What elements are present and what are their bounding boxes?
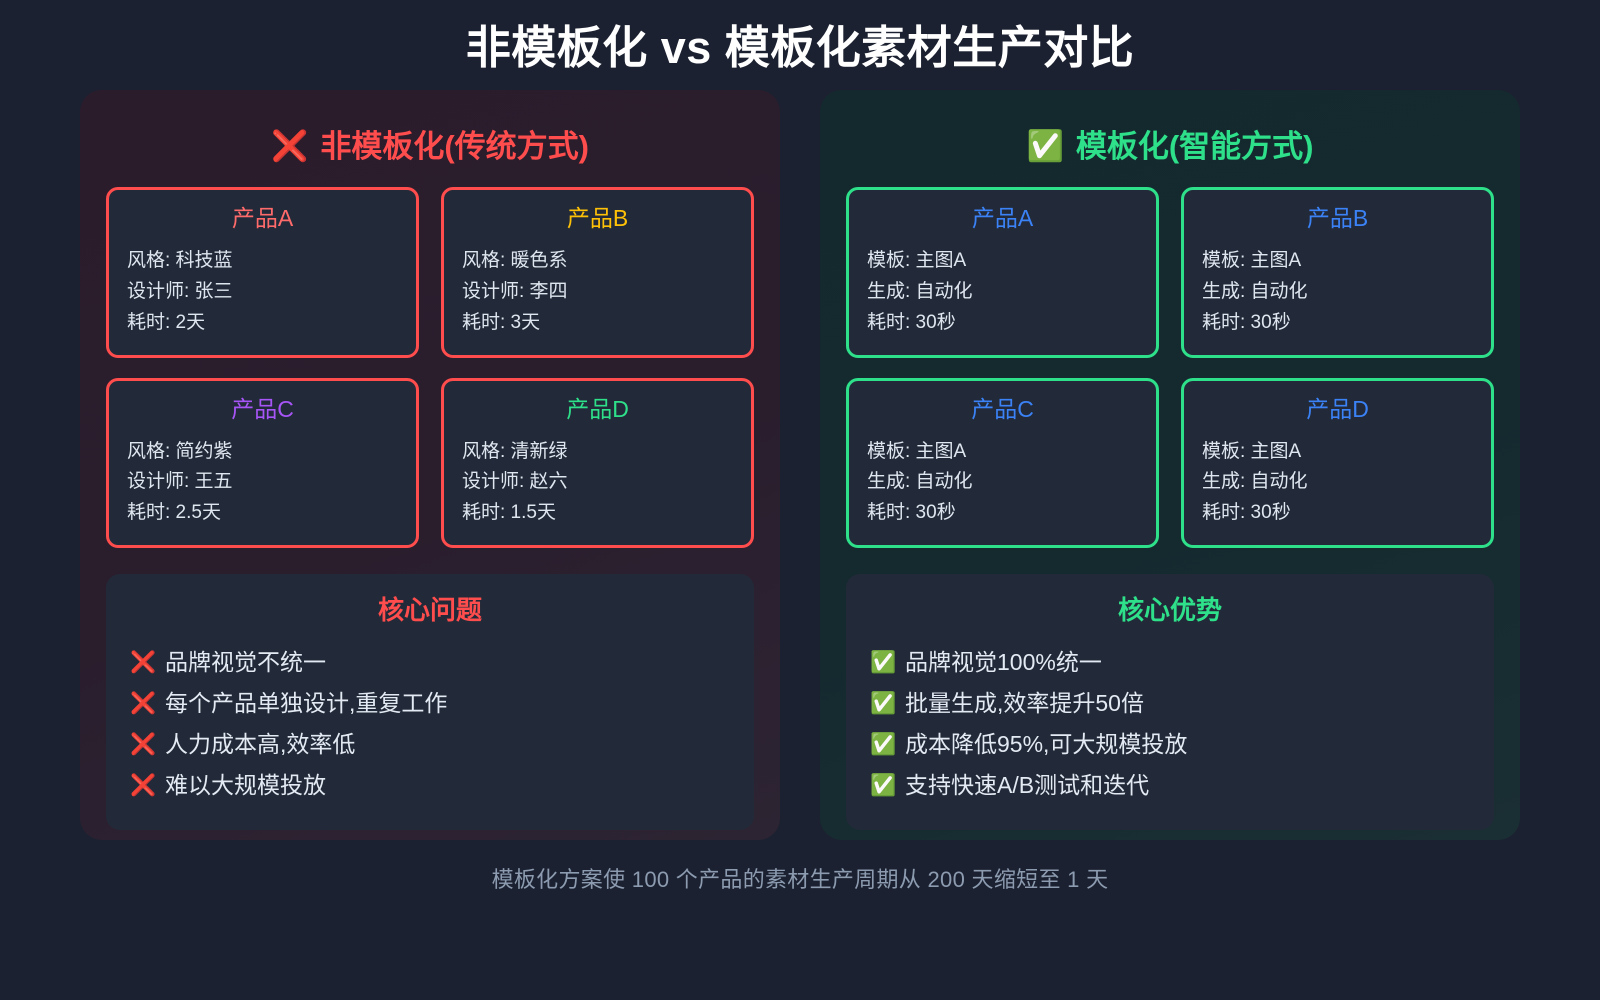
product-card-detail: 耗时: 30秒 <box>867 502 956 524</box>
product-card-detail: 设计师: 王五 <box>127 471 233 493</box>
product-card: 产品A 风格: 科技蓝设计师: 张三耗时: 2天 <box>106 187 419 358</box>
check-mark-button-icon: ✅ <box>870 650 897 674</box>
product-card-detail: 风格: 简约紫 <box>127 440 233 462</box>
panels-container: ❌ 非模板化(传统方式) 产品A 风格: 科技蓝设计师: 张三耗时: 2天 产品B 风… <box>0 90 1600 841</box>
summary-bullet: ✅ 批量生成,效率提升50倍 <box>870 683 1470 724</box>
check-mark-button-icon: ✅ <box>870 732 897 756</box>
product-card-detail: 耗时: 2.5天 <box>127 502 221 524</box>
right-summary-title: 核心优势 <box>1117 594 1222 625</box>
product-card-detail: 耗时: 2天 <box>127 311 206 333</box>
summary-bullet-text: 品牌视觉100%统一 <box>905 648 1102 675</box>
left-summary-box: 核心问题 ❌ 品牌视觉不统一 ❌ 每个产品单独设计,重复工作 ❌ 人力成本高,效率低 ❌ 难以… <box>106 573 754 830</box>
product-card-detail: 耗时: 30秒 <box>1202 502 1291 524</box>
product-card-detail: 耗时: 30秒 <box>867 311 956 333</box>
panel-templated-title: 模板化(智能方式) <box>1075 129 1314 165</box>
panel-non-templated-title: 非模板化(传统方式) <box>320 129 589 165</box>
product-card-detail: 耗时: 1.5天 <box>462 502 556 524</box>
product-card: 产品C 风格: 简约紫设计师: 王五耗时: 2.5天 <box>106 377 419 548</box>
page-title: 非模板化 vs 模板化素材生产对比 <box>465 22 1135 73</box>
product-card-title: 产品A <box>971 205 1034 232</box>
product-card-detail: 风格: 暖色系 <box>462 250 568 272</box>
cross-mark-icon: ❌ <box>130 691 157 715</box>
right-summary-box: 核心优势 ✅ 品牌视觉100%统一 ✅ 批量生成,效率提升50倍 ✅ 成本降低95%,可大… <box>846 573 1494 830</box>
summary-bullet-text: 人力成本高,效率低 <box>165 730 356 757</box>
product-card-detail: 耗时: 30秒 <box>1202 311 1291 333</box>
product-card-title: 产品C <box>971 395 1034 422</box>
left-product-card-grid: 产品A 风格: 科技蓝设计师: 张三耗时: 2天 产品B 风格: 暖色系设计师: 李四… <box>106 187 754 548</box>
cross-mark-icon: ❌ <box>270 129 309 163</box>
right-summary-list: ✅品牌视觉100%统一✅批量生成,效率提升50倍✅成本降低95%,可大规模投放✅… <box>870 642 1470 806</box>
cross-mark-icon: ❌ <box>130 773 157 797</box>
product-card-detail: 生成: 自动化 <box>1202 471 1308 493</box>
product-card-title: 产品D <box>566 395 629 422</box>
summary-bullet: ✅ 支持快速A/B测试和迭代 <box>870 765 1470 806</box>
product-card-detail: 模板: 主图A <box>1202 250 1302 272</box>
product-card-detail: 生成: 自动化 <box>1202 281 1308 303</box>
check-mark-button-icon: ✅ <box>870 773 897 797</box>
product-card-detail: 耗时: 3天 <box>462 311 541 333</box>
product-card-detail: 生成: 自动化 <box>867 281 973 303</box>
panel-templated-header: ✅ 模板化(智能方式) <box>846 114 1494 187</box>
product-card-detail: 风格: 科技蓝 <box>127 250 233 272</box>
product-card-detail: 风格: 清新绿 <box>462 440 568 462</box>
check-mark-button-icon: ✅ <box>1026 129 1064 163</box>
product-card-title: 产品B <box>1306 205 1369 232</box>
footer-note: 模板化方案使 100 个产品的素材生产周期从 200 天缩短至 1 天 <box>491 867 1109 893</box>
product-card-detail: 设计师: 张三 <box>127 281 233 303</box>
product-card-detail: 设计师: 赵六 <box>462 471 568 493</box>
product-card: 产品D 风格: 清新绿设计师: 赵六耗时: 1.5天 <box>441 377 754 548</box>
summary-bullet-text: 支持快速A/B测试和迭代 <box>905 771 1150 798</box>
cross-mark-icon: ❌ <box>130 650 157 674</box>
product-card-detail: 模板: 主图A <box>1202 440 1302 462</box>
summary-bullet-text: 批量生成,效率提升50倍 <box>905 689 1144 716</box>
summary-bullet-text: 难以大规模投放 <box>165 771 326 798</box>
panel-non-templated-header: ❌ 非模板化(传统方式) <box>106 114 754 187</box>
product-card: 产品B 风格: 暖色系设计师: 李四耗时: 3天 <box>441 187 754 358</box>
product-card-detail: 模板: 主图A <box>867 250 967 272</box>
summary-bullet-text: 每个产品单独设计,重复工作 <box>165 689 448 716</box>
product-card-detail: 模板: 主图A <box>867 440 967 462</box>
title-bar: 非模板化 vs 模板化素材生产对比 <box>0 0 1600 90</box>
product-card-detail: 生成: 自动化 <box>867 471 973 493</box>
product-card-title: 产品B <box>566 205 629 232</box>
summary-bullet: ❌ 难以大规模投放 <box>130 765 730 806</box>
summary-bullet: ✅ 成本降低95%,可大规模投放 <box>870 724 1470 765</box>
product-card-detail: 设计师: 李四 <box>462 281 568 303</box>
product-card-title: 产品C <box>231 395 294 422</box>
cross-mark-icon: ❌ <box>130 732 157 756</box>
summary-bullet: ❌ 品牌视觉不统一 <box>130 642 730 683</box>
left-summary-list: ❌ 品牌视觉不统一 ❌ 每个产品单独设计,重复工作 ❌ 人力成本高,效率低 ❌ 难以大规模投放 <box>130 642 730 806</box>
product-card-title: 产品A <box>231 205 294 232</box>
left-summary-title: 核心问题 <box>377 594 482 625</box>
summary-bullet: ❌ 每个产品单独设计,重复工作 <box>130 683 730 724</box>
panel-non-templated: ❌ 非模板化(传统方式) 产品A 风格: 科技蓝设计师: 张三耗时: 2天 产品B 风… <box>80 90 780 841</box>
product-card-title: 产品D <box>1306 395 1369 422</box>
summary-bullet: ✅ 品牌视觉100%统一 <box>870 642 1470 683</box>
summary-bullet-text: 成本降低95%,可大规模投放 <box>905 730 1188 757</box>
check-mark-button-icon: ✅ <box>870 691 897 715</box>
summary-bullet-text: 品牌视觉不统一 <box>165 648 326 675</box>
summary-bullet: ❌ 人力成本高,效率低 <box>130 724 730 765</box>
